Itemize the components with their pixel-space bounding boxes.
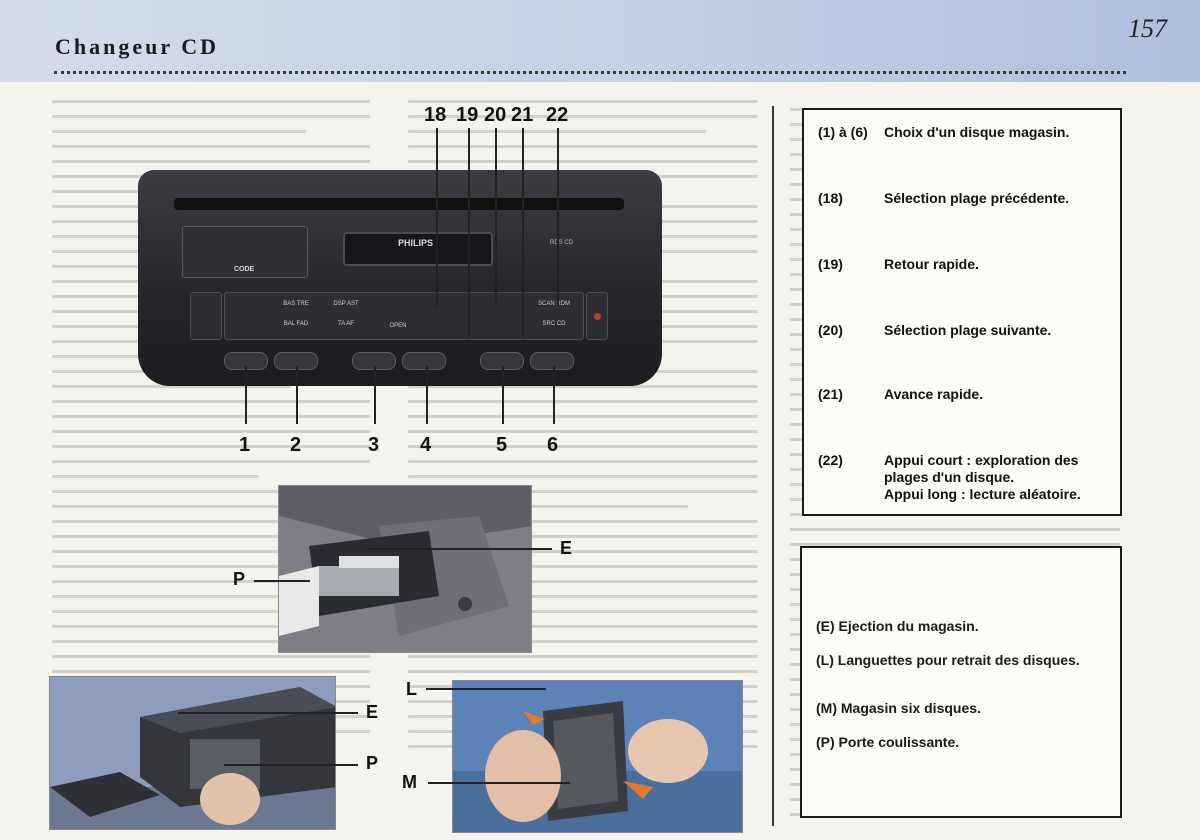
leader-photo2-e — [178, 712, 358, 714]
callout-22: 22 — [546, 104, 569, 126]
photo3-label-l: L — [406, 679, 417, 699]
callout-line-2 — [296, 366, 298, 424]
callout-20: 20 — [484, 104, 507, 126]
callout-2: 2 — [290, 434, 302, 456]
photo-changer-door — [49, 676, 336, 830]
legend2-row-m: (M) Magasin six disques. — [816, 700, 981, 716]
photo-eject-closeup-art — [279, 486, 531, 652]
legend-text: Choix d'un disque magasin. — [884, 124, 1070, 140]
button-open[interactable]: OPEN — [389, 323, 407, 329]
photo-magazine-removal-art — [453, 681, 742, 832]
button-block-right — [586, 292, 608, 340]
legend-text: Sélection plage suivante. — [884, 322, 1052, 338]
legend-text: Sélection plage précédente. — [884, 190, 1070, 206]
button-bal-fad[interactable]: BAL FAD — [283, 321, 309, 327]
code-flap — [182, 226, 308, 278]
photo3-label-m: M — [402, 772, 417, 792]
photo-eject-closeup — [278, 485, 532, 653]
photo1-label-p: P — [233, 569, 246, 589]
legend-key: (1) à (6) — [818, 124, 868, 140]
rds-label: RDS CD — [550, 240, 574, 246]
photo-changer-door-art — [50, 677, 335, 829]
callout-line-22 — [557, 128, 559, 306]
legend2-row-e: (E) Ejection du magasin. — [816, 618, 979, 634]
button-scan-rdm[interactable]: SCAN RDM — [537, 301, 570, 307]
callout-line-5 — [502, 366, 504, 424]
preset-button-4[interactable] — [402, 352, 446, 370]
power-led — [594, 313, 601, 320]
photo1-label-e: E — [560, 538, 573, 558]
button-block-main: BAS TRE BAL FAD DSP AST TA AF OPEN SCAN … — [224, 292, 584, 340]
photo2-label-p: P — [366, 753, 379, 773]
photo-magazine-removal — [452, 680, 743, 833]
legend-box-changer-parts: (E) Ejection du magasin. (L) Languettes … — [800, 546, 1122, 818]
callout-4: 4 — [420, 434, 432, 456]
callout-21: 21 — [511, 104, 534, 126]
callout-18: 18 — [424, 104, 447, 126]
leader-photo3-l — [426, 688, 546, 690]
legend-key: (21) — [818, 386, 843, 402]
leader-photo2-p — [224, 764, 358, 766]
legend-key: (20) — [818, 322, 843, 338]
legend-text: Avance rapide. — [884, 386, 984, 402]
legend-text-2: Appui long : lecture aléatoire. — [884, 486, 1081, 502]
legend2-row-l: (L) Languettes pour retrait des disques. — [816, 652, 1080, 668]
header-band — [0, 0, 1200, 82]
page-number: 157 — [1128, 14, 1167, 43]
legend-key: (22) — [818, 452, 843, 468]
callout-line-20 — [495, 128, 497, 306]
dotted-rule — [54, 71, 1126, 74]
callout-line-1 — [245, 366, 247, 424]
callout-19: 19 — [456, 104, 479, 126]
radio-front-panel: CODE PHILIPS RDS CD BAS TRE BAL FAD DSP … — [138, 170, 662, 386]
cassette-slot — [174, 198, 624, 210]
photo2-label-e: E — [366, 702, 379, 722]
callout-line-4 — [426, 366, 428, 424]
code-label: CODE — [234, 266, 255, 273]
leader-photo3-m — [428, 782, 570, 784]
callout-line-18 — [436, 128, 438, 306]
callout-3: 3 — [368, 434, 380, 456]
button-bas-tre[interactable]: BAS TRE — [283, 301, 309, 307]
legend-text: Retour rapide. — [884, 256, 979, 272]
brand-logo-text: PHILIPS — [398, 238, 434, 248]
callout-6: 6 — [547, 434, 559, 456]
legend-box-controls: (1) à (6) Choix d'un disque magasin. (18… — [802, 108, 1122, 516]
leader-photo1-p — [254, 580, 310, 582]
page-title: Changeur CD — [55, 34, 220, 59]
button-ta-af[interactable]: TA AF — [338, 321, 354, 327]
button-dsp-ast[interactable]: DSP AST — [333, 301, 359, 307]
legend-text: Appui court : exploration des plages d'u… — [884, 452, 1079, 485]
callout-line-3 — [374, 366, 376, 424]
preset-button-6[interactable] — [530, 352, 574, 370]
column-divider — [772, 106, 774, 826]
button-block-left — [190, 292, 222, 340]
legend2-row-p: (P) Porte coulissante. — [816, 734, 960, 750]
callout-line-19 — [468, 128, 470, 338]
callout-5: 5 — [496, 434, 508, 456]
legend-key: (19) — [818, 256, 843, 272]
callout-line-21 — [522, 128, 524, 338]
callout-line-6 — [553, 366, 555, 424]
leader-photo1-e — [368, 548, 552, 550]
legend-key: (18) — [818, 190, 843, 206]
callout-1: 1 — [239, 434, 251, 456]
button-src-cd[interactable]: SRC CD — [542, 321, 566, 327]
